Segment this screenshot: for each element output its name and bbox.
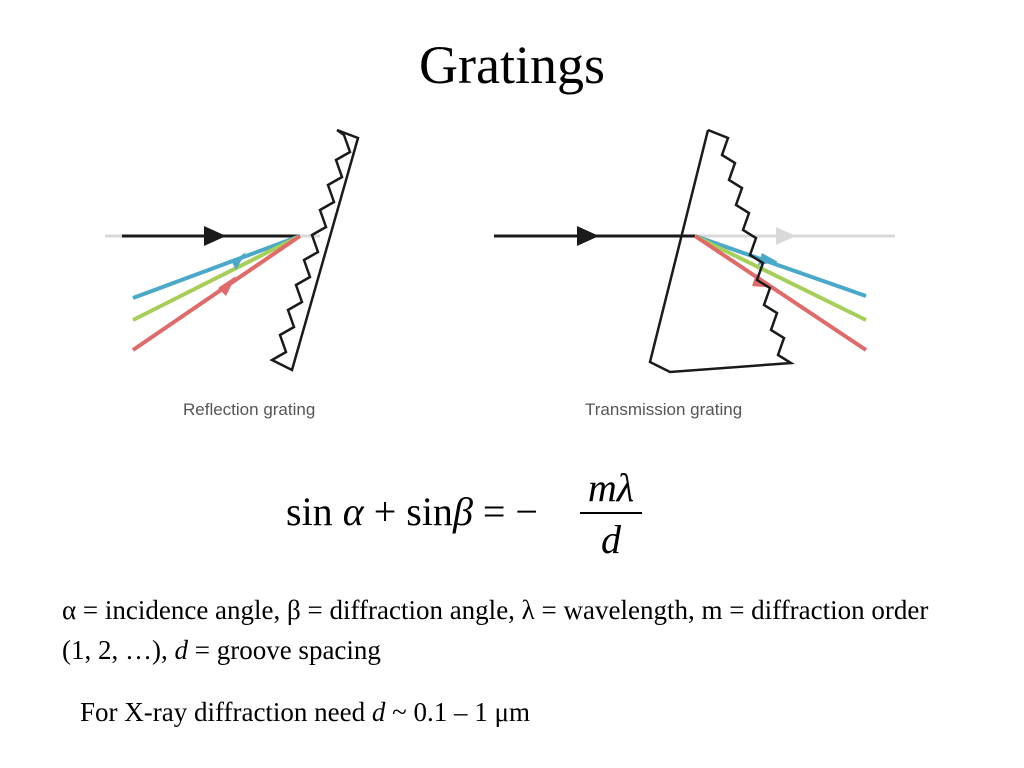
reflection-red-ray	[131, 234, 302, 352]
slide-title: Gratings	[419, 35, 605, 95]
equation-fraction: mλ d	[580, 466, 642, 562]
reflection-grating-body	[269, 128, 360, 372]
transmission-incident-arrow	[577, 226, 599, 246]
alpha-symbol: α	[342, 489, 364, 534]
transmission-blue-ray	[694, 234, 867, 298]
beta-symbol: β	[452, 489, 473, 534]
transmission-grating-body	[648, 128, 795, 374]
reflection-grating-caption: Reflection grating	[183, 400, 316, 419]
transmission-green-ray	[694, 234, 867, 322]
plus-sign: +	[373, 489, 397, 534]
variable-definitions: α = incidence angle, β = diffraction ang…	[62, 590, 962, 670]
note-d-symbol: d	[371, 697, 386, 727]
sin-beta-function: sin	[406, 489, 453, 534]
sin-alpha-function: sin	[286, 489, 333, 534]
grating-diagram	[105, 128, 895, 374]
xray-note: For X-ray diffraction need d ~ 0.1 – 1 μ…	[80, 692, 530, 732]
transmission-grating-diagram	[494, 128, 895, 374]
transmission-red-ray	[693, 234, 868, 352]
fraction-bar	[580, 512, 642, 514]
note-suffix: ~ 0.1 – 1 μm	[385, 697, 530, 727]
reflection-red-arrow	[218, 276, 236, 296]
transmission-grating-caption: Transmission grating	[585, 400, 743, 419]
note-prefix: For X-ray diffraction need	[80, 697, 372, 727]
reflection-incident-arrow	[204, 226, 226, 246]
fraction-denominator: d	[601, 517, 621, 562]
reflection-green-ray	[132, 234, 301, 322]
definitions-d-symbol: d	[174, 635, 188, 665]
equals-minus-sign: = −	[482, 489, 538, 534]
definitions-text: α = incidence angle, β = diffraction ang…	[62, 595, 929, 665]
equation-lhs: sin α + sinβ = −	[286, 488, 538, 535]
reflection-grating-diagram	[105, 128, 360, 372]
reflection-blue-ray	[132, 234, 301, 300]
fraction-numerator: mλ	[587, 465, 635, 510]
reflection-blue-arrow	[232, 252, 246, 270]
definitions-groove-text: = groove spacing	[187, 635, 381, 665]
transmission-zero-order-arrow	[776, 227, 796, 245]
